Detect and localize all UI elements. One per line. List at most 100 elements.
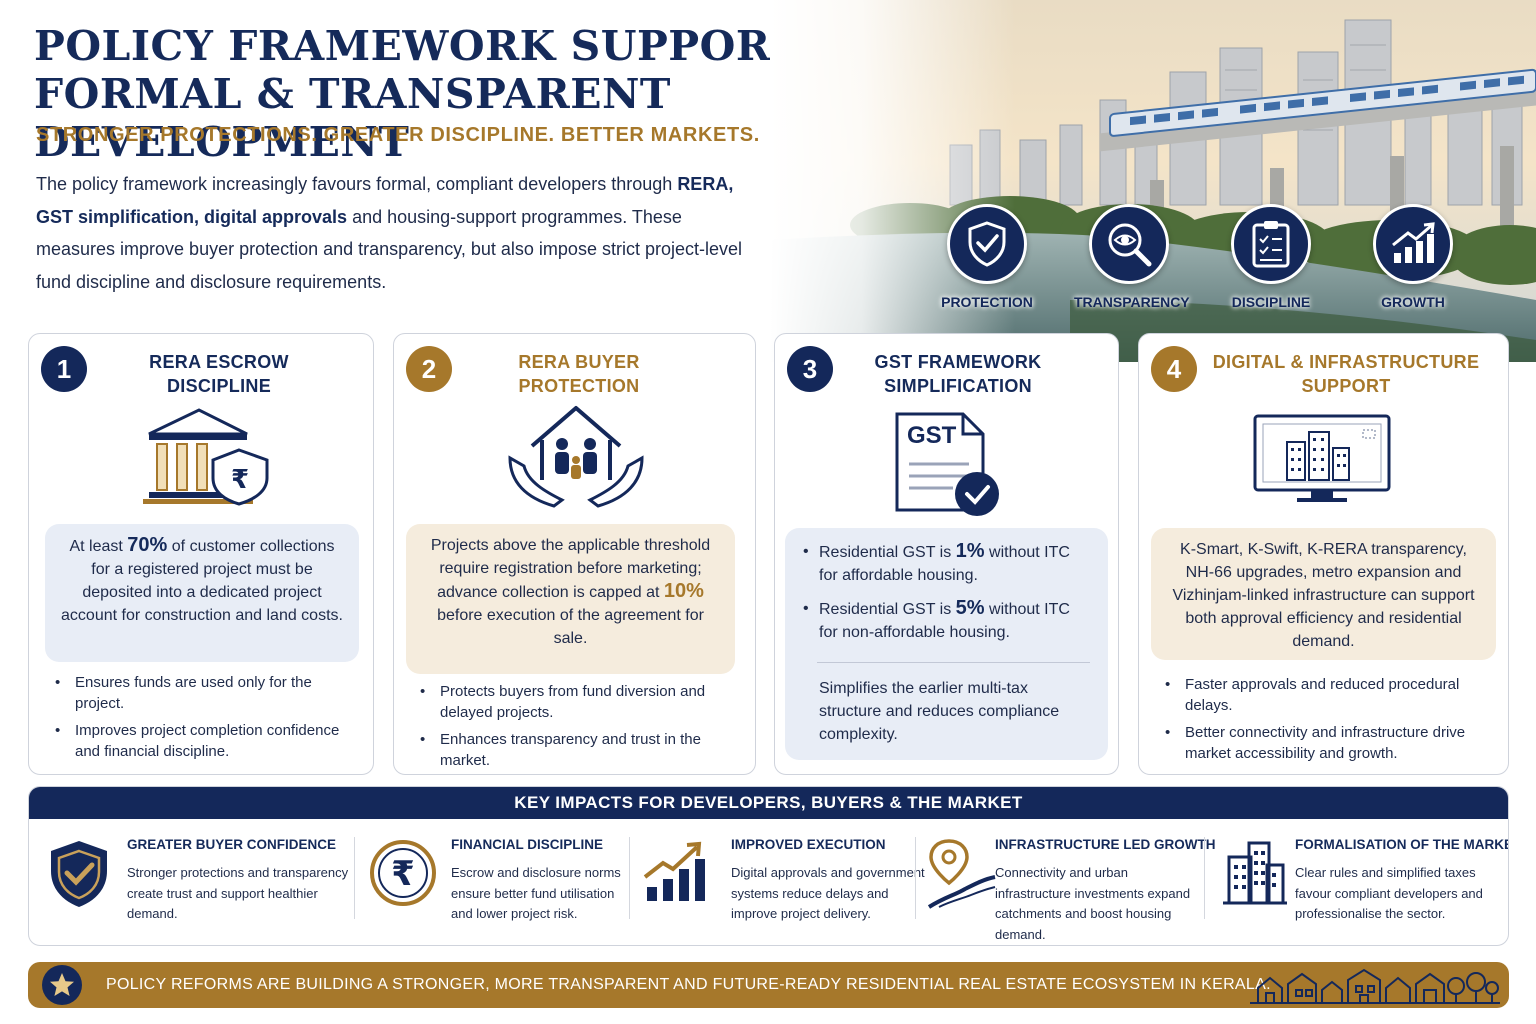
impact-text: Clear rules and simplified taxes favour … [1295,865,1483,921]
card-number: 3 [787,346,833,392]
card-number: 4 [1151,346,1197,392]
card-title-line-2: DISCIPLINE [166,376,271,396]
shield-check-icon [947,204,1027,284]
title-line-2: FORMAL & TRANSPARENT DEVELOPMENT [34,70,671,166]
card-title: DIGITAL & INFRASTRUCTURE SUPPORT [1203,350,1489,398]
gst-document-check-icon: GST [891,410,1003,520]
bullet-item: Improves project completion confidence a… [49,720,349,762]
escrow-rule-box: At least 70% of customer collections for… [45,524,359,662]
impact-text: Connectivity and urban infrastructure in… [995,865,1191,942]
impact-text: Stronger protections and transparency cr… [127,865,349,921]
pillar-growth: GROWTH [1358,204,1468,310]
rupee-coin-icon: ₹ [367,837,439,909]
bullet-item: Ensures funds are used only for the proj… [49,672,349,714]
impact-text: Escrow and disclosure norms ensure bette… [451,865,621,921]
impact-title: FORMALISATION OF THE MARKET [1295,837,1509,852]
clipboard-checklist-icon [1231,204,1311,284]
impact-infrastructure-growth: INFRASTRUCTURE LED GROWTH Connectivity a… [925,833,1215,942]
card-title-line-1: RERA ESCROW [149,352,289,372]
growth-chart-icon [1373,204,1453,284]
divider [629,837,630,919]
impact-title: GREATER BUYER CONFIDENCE [127,837,337,852]
card-title: RERA BUYER PROTECTION [464,350,694,398]
card-title-line-2: PROTECTION [518,376,640,396]
magnifier-eye-icon [1089,204,1169,284]
gst-rate-item: • Residential GST is 1% without ITC for … [803,540,1070,584]
pillar-label: GROWTH [1381,294,1445,310]
bullet-item: Protects buyers from fund diversion and … [414,681,734,723]
impact-title: FINANCIAL DISCIPLINE [451,837,604,852]
bullet-item: Faster approvals and reduced procedural … [1159,674,1495,716]
impact-market-formalisation: FORMALISATION OF THE MARKET Clear rules … [1217,833,1508,933]
impact-improved-execution: IMPROVED EXECUTION Digital approvals and… [641,833,925,933]
family-home-hands-icon [506,402,646,519]
buyer-protection-box: Projects above the applicable threshold … [406,524,735,674]
pillar-transparency: TRANSPARENCY [1074,204,1190,310]
houses-trees-icon [1250,966,1500,1006]
key-impacts-panel: KEY IMPACTS FOR DEVELOPERS, BUYERS & THE… [28,786,1509,946]
gst-rate-item: • Residential GST is 5% without ITC for … [803,597,1070,641]
box-text: before execution of the agreement for sa… [437,607,704,647]
svg-text:₹: ₹ [231,465,249,495]
monitor-buildings-icon [1251,412,1395,511]
advance-cap-percent: 10% [663,580,704,602]
footer-text: POLICY REFORMS ARE BUILDING A STRONGER, … [106,976,1271,993]
key-impacts-heading: KEY IMPACTS FOR DEVELOPERS, BUYERS & THE… [29,787,1508,819]
pillar-label: PROTECTION [941,294,1033,310]
card-title-line-2: SUPPORT [1301,376,1391,396]
bullet-item: Better connectivity and infrastructure d… [1159,722,1495,764]
intro-text-2: and housing-support programmes. These me… [36,206,742,292]
card-title-line-2: SIMPLIFICATION [884,376,1032,396]
page-subtitle: STRONGER PROTECTIONS. GREATER DISCIPLINE… [36,124,760,146]
card-bullets: Ensures funds are used only for the proj… [49,672,349,768]
card-rera-escrow: 1 RERA ESCROW DISCIPLINE ₹ At least 70% … [28,333,374,775]
bullet-item: Enhances transparency and trust in the m… [414,729,734,771]
card-title-line-1: GST FRAMEWORK [874,352,1042,372]
divider [915,837,916,919]
digital-support-box: K-Smart, K-Swift, K-RERA transparency, N… [1151,528,1496,660]
impact-financial-discipline: ₹ FINANCIAL DISCIPLINE Escrow and disclo… [367,833,629,933]
pillar-label: DISCIPLINE [1231,294,1311,310]
gst-affordable-rate: 1% [955,540,985,562]
intro-bold-text: RERA, GST simplification, digital approv… [36,174,734,227]
bank-rupee-shield-icon: ₹ [143,406,273,511]
card-rera-buyer-protection: 2 RERA BUYER PROTECTION Projects above t… [393,333,756,775]
impact-title: INFRASTRUCTURE LED GROWTH [995,837,1216,852]
escrow-percent: 70% [127,534,168,556]
svg-text:₹: ₹ [391,854,415,894]
card-bullets: Faster approvals and reduced procedural … [1159,674,1495,770]
growth-chart-icon [641,837,713,909]
shield-check-icon [43,837,115,909]
page-title: POLICY FRAMEWORK SUPPORTING FORMAL & TRA… [34,22,994,166]
card-title: RERA ESCROW DISCIPLINE [89,350,349,398]
gst-non-affordable-rate: 5% [955,597,985,619]
gst-rates-box: • Residential GST is 1% without ITC for … [785,528,1108,760]
location-road-icon [925,837,997,909]
pillar-discipline: DISCIPLINE [1216,204,1326,310]
impact-title: IMPROVED EXECUTION [731,837,886,852]
title-line-1: POLICY FRAMEWORK SUPPORTING [34,22,894,70]
card-title-line-1: DIGITAL & INFRASTRUCTURE [1212,352,1480,372]
gst-note: Simplifies the earlier multi-tax structu… [819,680,1060,743]
scene-fade-overlay [770,0,1536,362]
pillar-label: TRANSPARENCY [1074,294,1190,310]
divider [817,662,1090,663]
card-number: 1 [41,346,87,392]
card-bullets: Protects buyers from fund diversion and … [414,681,734,777]
star-icon [42,965,82,1005]
card-title-line-1: RERA BUYER [518,352,640,372]
gst-icon-text: GST [907,422,957,449]
card-title: GST FRAMEWORK SIMPLIFICATION [841,350,1075,398]
pillar-icons-row: PROTECTION TRANSPARENCY DISCIPLINE GROWT… [932,204,1492,324]
buildings-icon [1217,837,1289,909]
impact-buyer-confidence: GREATER BUYER CONFIDENCE Stronger protec… [43,833,353,933]
box-text: At least [69,538,123,555]
card-digital-infrastructure: 4 DIGITAL & INFRASTRUCTURE SUPPORT K-Sma… [1138,333,1509,775]
footer-banner: POLICY REFORMS ARE BUILDING A STRONGER, … [28,962,1509,1008]
box-text: of customer collections for a registered… [61,538,343,624]
intro-text-1: The policy framework increasingly favour… [36,174,673,194]
divider [1204,837,1205,919]
box-text: Projects above the applicable threshold … [430,537,711,601]
intro-paragraph: The policy framework increasingly favour… [36,168,756,298]
impact-text: Digital approvals and government systems… [731,865,925,921]
